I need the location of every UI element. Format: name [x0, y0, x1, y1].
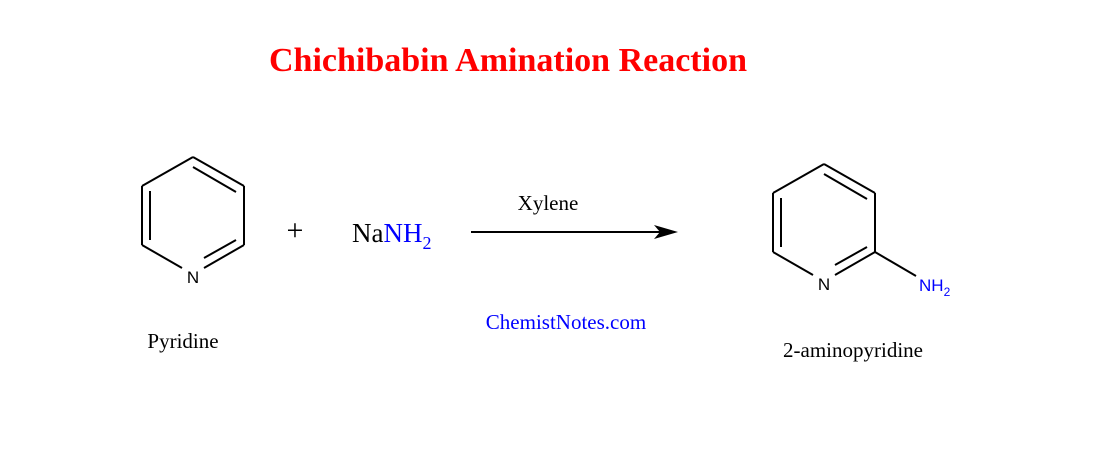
reaction-arrow	[471, 225, 678, 239]
pyridine-structure	[141, 156, 245, 269]
reagent-sodium: Na	[352, 218, 383, 248]
pyridine-name: Pyridine	[147, 329, 218, 353]
amino-group-subscript: 2	[944, 285, 951, 299]
reagent-formula: NaNH2	[352, 218, 431, 253]
aminopyridine-structure	[772, 163, 917, 277]
reagent-subscript: 2	[422, 233, 431, 253]
plus-sign: +	[287, 214, 304, 247]
reaction-conditions: Xylene	[518, 191, 579, 215]
watermark-text: ChemistNotes.com	[486, 310, 646, 334]
pyridine-nitrogen-label: N	[187, 268, 199, 287]
amino-group-label: NH2	[919, 276, 951, 299]
aminopyridine-nitrogen-label: N	[818, 275, 830, 294]
reagent-amide: NH	[383, 218, 422, 248]
aminopyridine-name: 2-aminopyridine	[783, 338, 923, 362]
page-title: Chichibabin Amination Reaction	[269, 42, 747, 79]
amino-group-text: NH	[919, 276, 944, 295]
